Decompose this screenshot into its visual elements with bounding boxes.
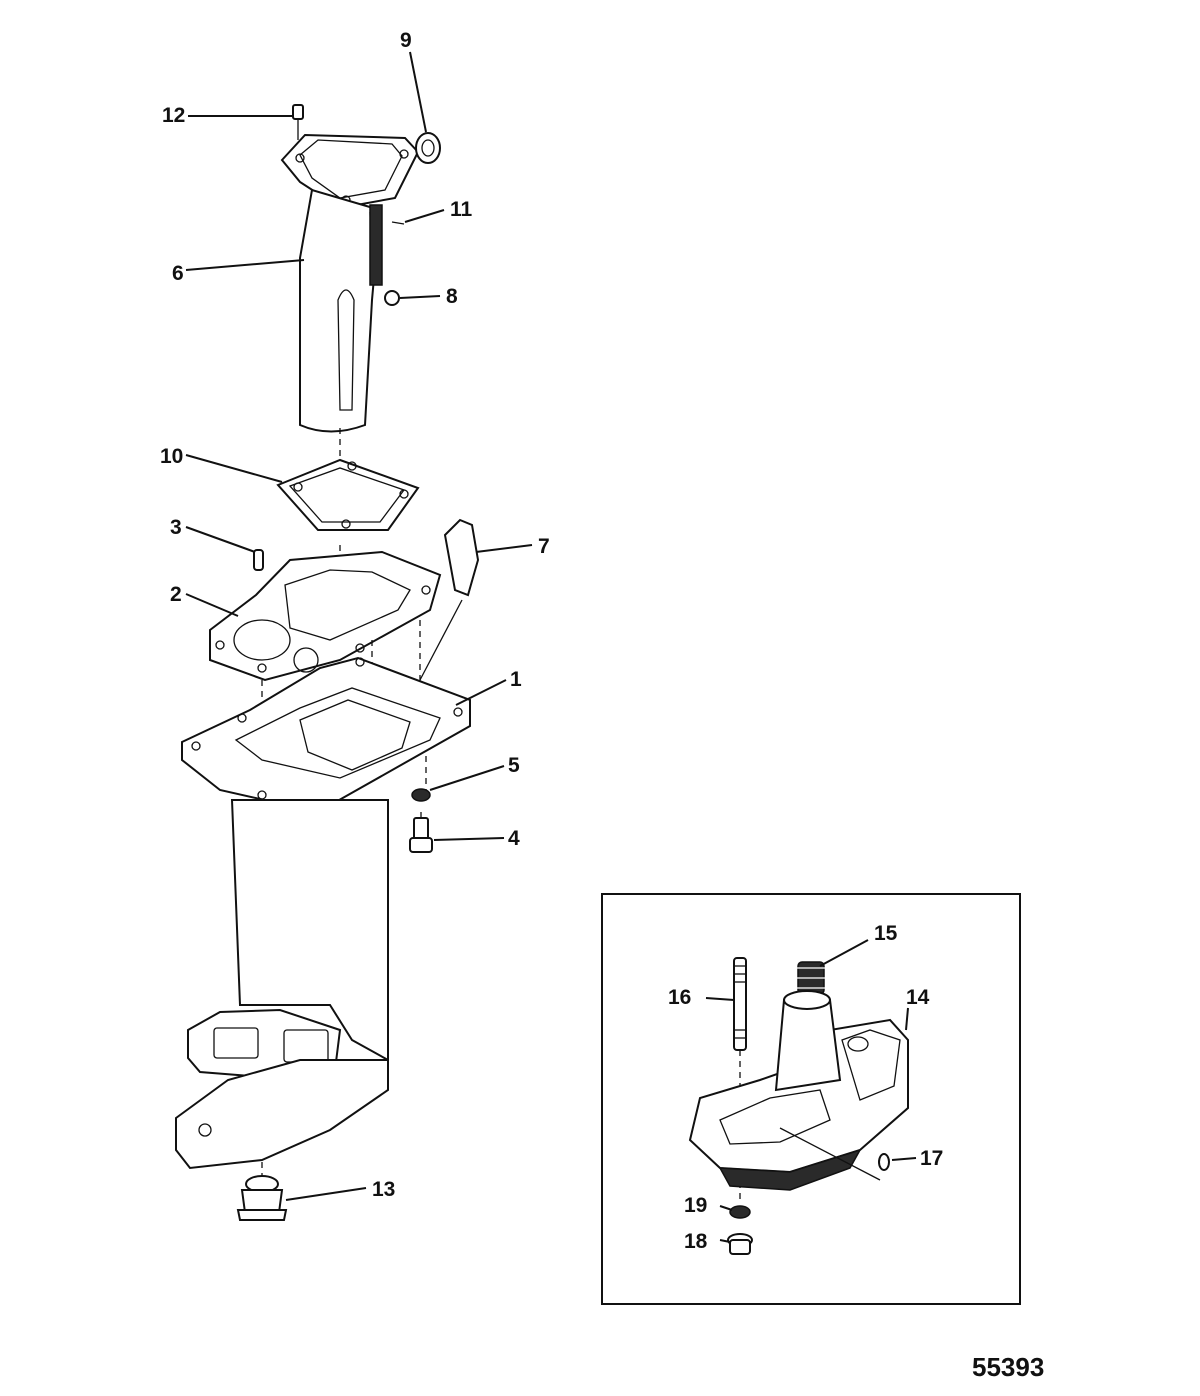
callout-10: 10 <box>160 445 183 468</box>
callout-19: 19 <box>684 1194 707 1217</box>
callout-4: 4 <box>508 827 520 850</box>
inset-parts <box>688 939 917 1255</box>
callout-2: 2 <box>170 583 182 606</box>
plug-part-18 <box>727 1233 753 1255</box>
callout-5: 5 <box>508 754 520 777</box>
screw-part-4 <box>409 812 433 853</box>
water-pump-base-part-14 <box>688 990 909 1191</box>
callout-11: 11 <box>450 198 473 221</box>
callout-1: 1 <box>510 668 522 691</box>
callout-labels: 9 12 11 6 8 10 3 7 2 1 5 4 13 15 14 16 1… <box>160 29 943 1253</box>
callout-7: 7 <box>538 535 550 558</box>
callout-12: 12 <box>162 104 185 127</box>
callout-8: 8 <box>446 285 458 308</box>
callout-18: 18 <box>684 1230 708 1253</box>
callout-16: 16 <box>668 986 691 1009</box>
driveshaft-housing-part-1 <box>175 656 471 1170</box>
upper-housing-part-6 <box>280 104 441 433</box>
adapter-plate-part-2 <box>209 549 442 682</box>
gasket-part-10 <box>276 458 420 531</box>
washer-part-19 <box>729 1205 751 1219</box>
callout-3: 3 <box>170 516 182 539</box>
seal-part-13 <box>236 1162 288 1221</box>
impeller-part-15 <box>794 961 828 995</box>
nut-part-17 <box>878 1153 890 1171</box>
leader-lines <box>185 51 533 1201</box>
callout-15: 15 <box>874 922 898 945</box>
callout-9: 9 <box>400 29 412 52</box>
callout-14: 14 <box>906 986 930 1009</box>
inset-frame <box>601 893 1021 1305</box>
figure-number: 55393 <box>972 1352 1044 1382</box>
washer-part-5 <box>411 788 431 802</box>
callout-17: 17 <box>920 1147 943 1170</box>
callout-6: 6 <box>172 262 184 285</box>
cover-part-7 <box>443 518 480 597</box>
callout-13: 13 <box>372 1178 395 1201</box>
